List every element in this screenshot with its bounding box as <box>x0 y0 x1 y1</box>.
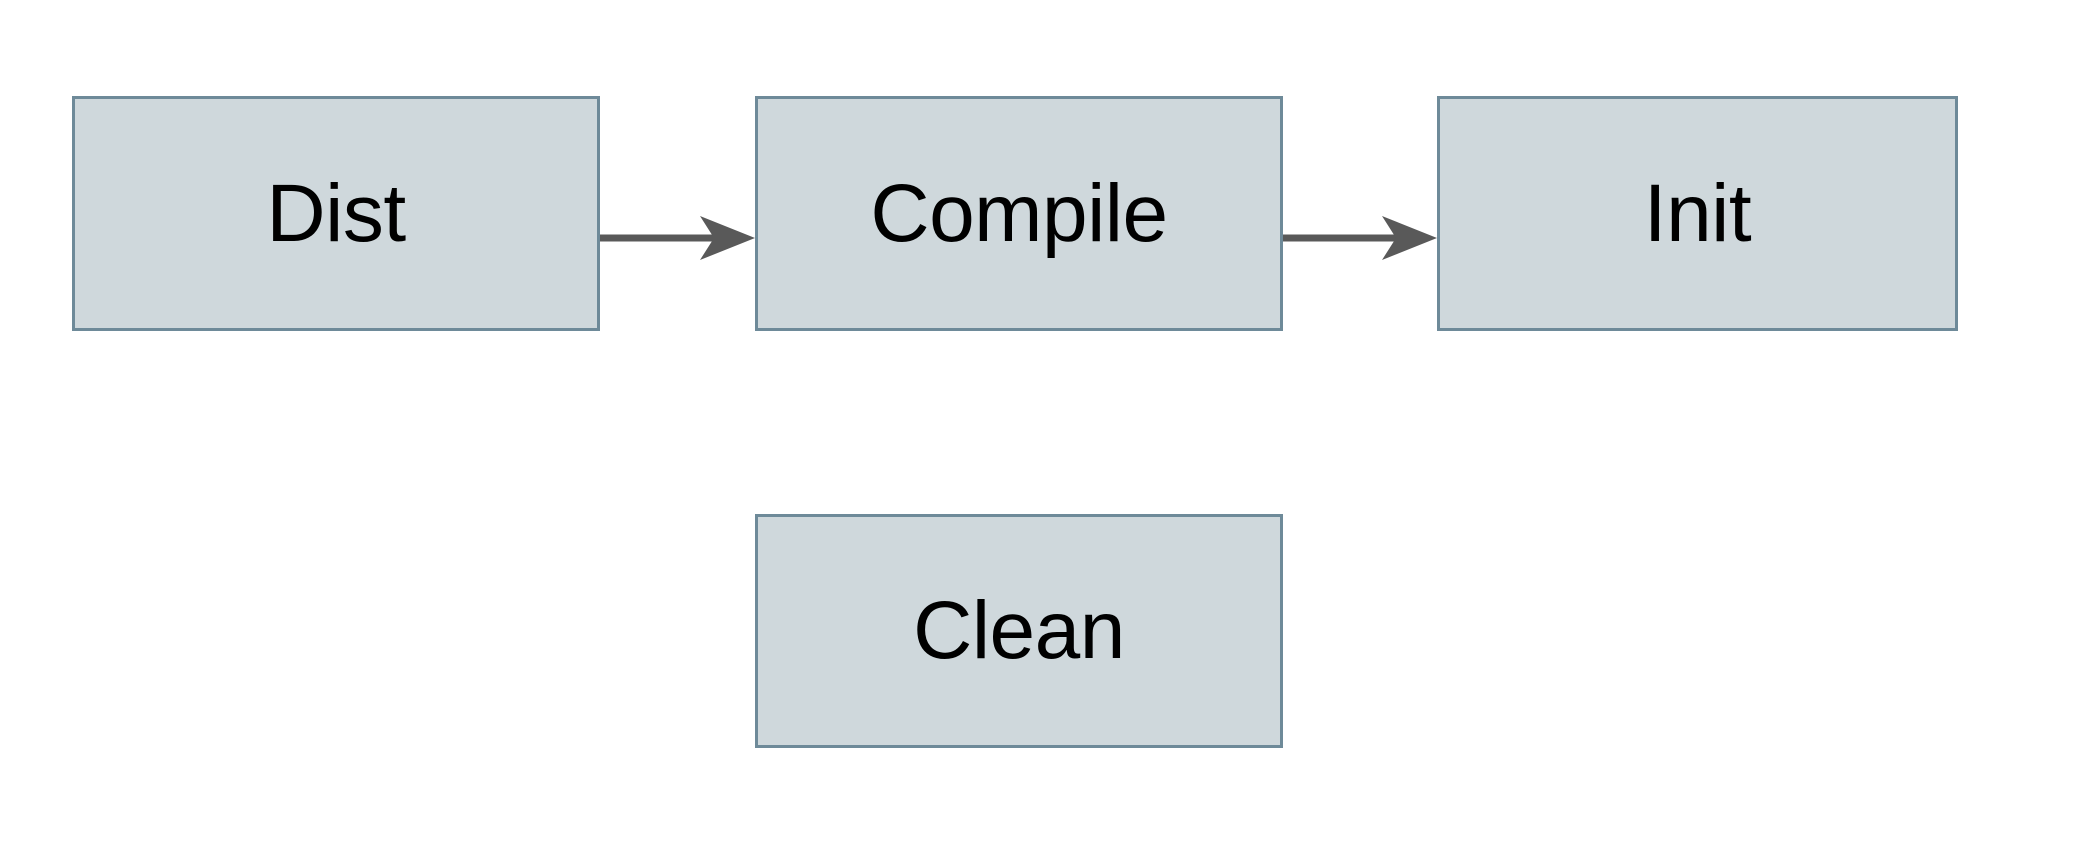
arrow-right-icon <box>600 216 755 260</box>
edge-compile-to-init[interactable] <box>1283 208 1437 268</box>
node-dist[interactable]: Dist <box>72 96 600 331</box>
arrow-right-icon <box>1283 216 1437 260</box>
node-compile-label: Compile <box>870 167 1168 259</box>
node-dist-label: Dist <box>266 167 406 259</box>
node-clean-label: Clean <box>913 585 1125 676</box>
node-compile[interactable]: Compile <box>755 96 1283 331</box>
node-init[interactable]: Init <box>1437 96 1958 331</box>
edge-dist-to-compile[interactable] <box>600 208 755 268</box>
node-clean[interactable]: Clean <box>755 514 1283 748</box>
node-init-label: Init <box>1643 167 1752 259</box>
